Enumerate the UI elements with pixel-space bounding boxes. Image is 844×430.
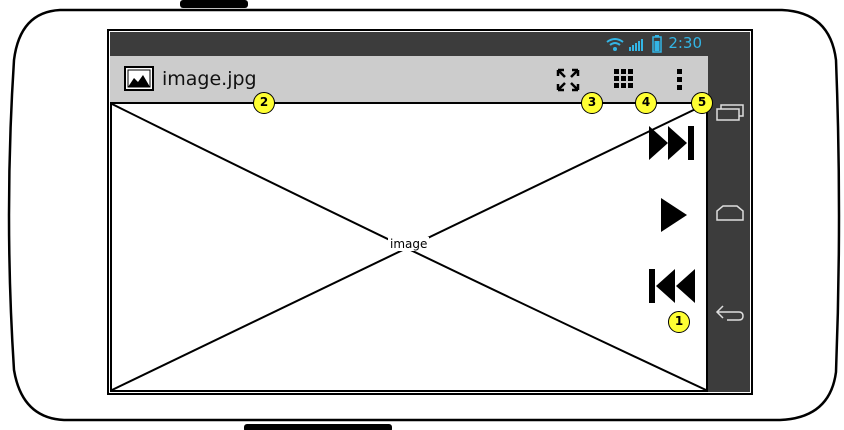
rewind-icon[interactable] [648,267,696,305]
annotation-badge-2: 2 [253,92,275,114]
recent-apps-icon[interactable] [715,104,745,122]
image-placeholder-label: image [388,237,430,251]
annotation-badge-4: 4 [635,92,657,114]
wifi-icon [606,38,624,51]
picture-icon [124,66,154,91]
signal-icon [629,39,643,51]
grid-icon[interactable] [613,68,635,90]
fullscreen-icon[interactable] [556,68,580,92]
annotation-badge-1: 1 [668,311,690,333]
fast-forward-icon[interactable] [648,124,696,162]
action-bar: image.jpg [110,56,708,102]
image-viewer[interactable]: image [110,102,708,392]
overflow-menu-icon[interactable] [676,68,684,92]
navigation-bar [708,32,750,392]
battery-icon [652,35,662,53]
action-bar-title: image.jpg [162,68,257,90]
play-icon[interactable] [660,196,688,234]
annotation-badge-5: 5 [691,92,713,114]
annotation-badge-3: 3 [581,92,603,114]
status-bar: 2:30 [110,32,708,56]
back-icon[interactable] [715,304,745,322]
home-icon[interactable] [715,204,745,222]
status-clock: 2:30 [668,34,702,52]
